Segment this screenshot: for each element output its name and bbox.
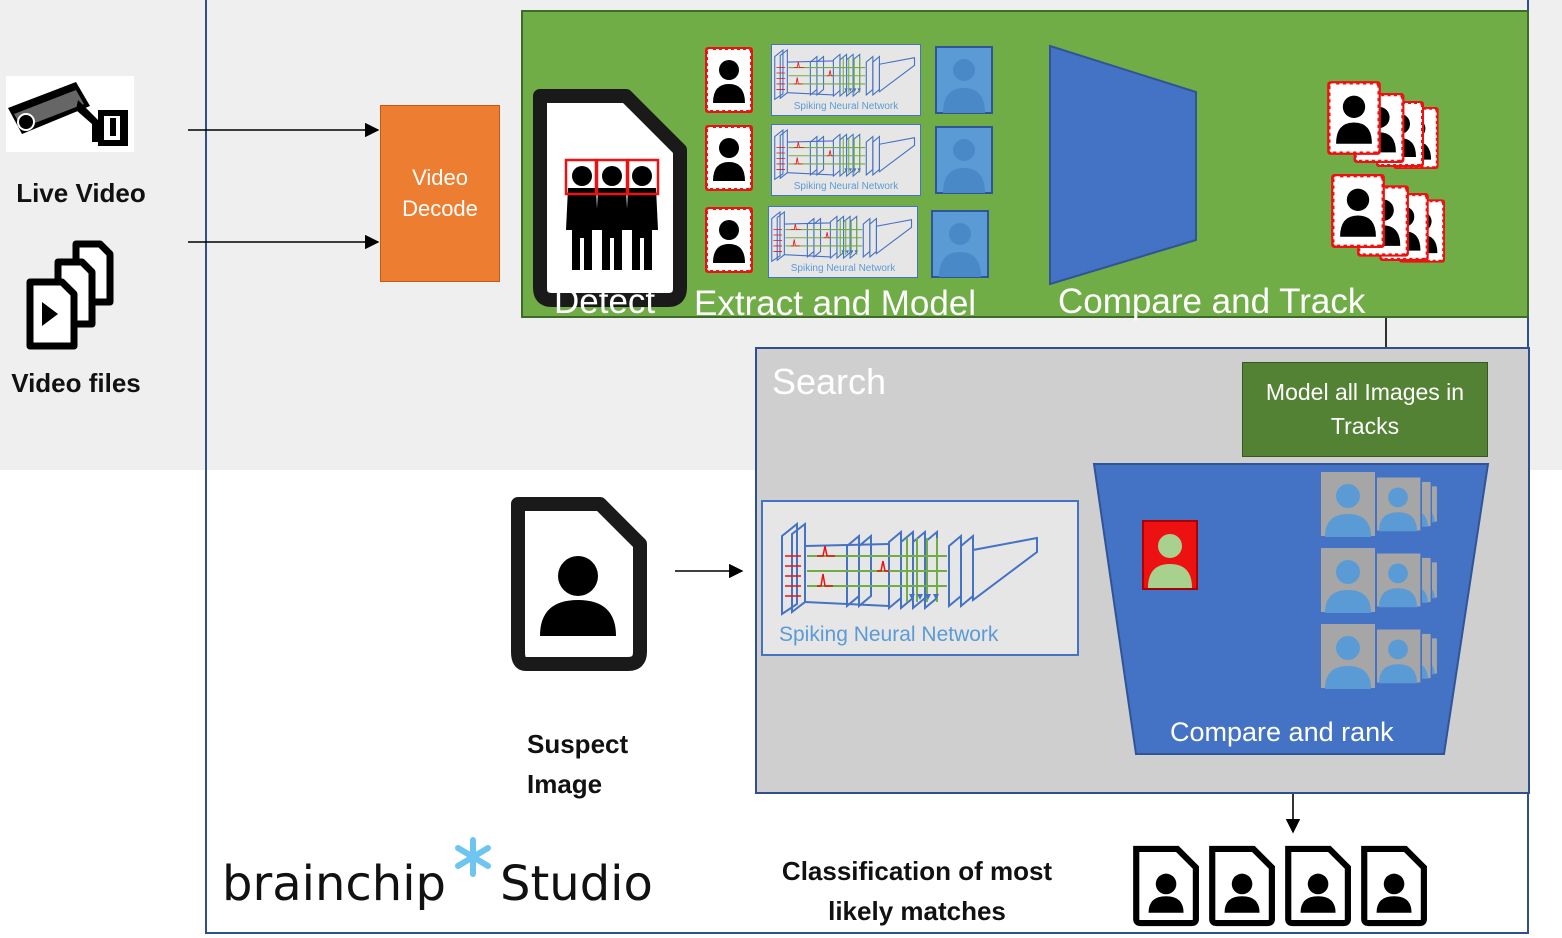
matched-documents-row — [1128, 842, 1430, 930]
pipeline-panel — [521, 10, 1529, 318]
person-icon — [931, 210, 989, 278]
video-files-icon — [24, 238, 116, 350]
classification-label: Classification of most likely matches — [781, 856, 1053, 927]
brainchip-star-icon — [452, 836, 494, 878]
person-icon — [935, 46, 993, 114]
suspect-image-label: Suspect Image — [527, 729, 629, 800]
network-diagram-icon — [769, 207, 917, 263]
snn-small-label: Spiking Neural Network — [793, 181, 899, 192]
snn-small-label: Spiking Neural Network — [793, 101, 899, 112]
detect-label: Detect — [554, 282, 656, 321]
live-video-label: Live Video — [16, 178, 146, 208]
network-diagram-icon — [772, 125, 920, 181]
video-decode-label: Video Decode — [402, 164, 478, 221]
extract-model-label: Extract and Model — [694, 284, 977, 323]
brainchip-wordmark: brainchip — [222, 856, 446, 912]
snn-thumbnail: Spiking Neural Network — [771, 124, 921, 196]
network-diagram-icon — [777, 516, 1047, 616]
compare-track-funnel — [1048, 44, 1200, 286]
video-decode-box: Video Decode — [380, 105, 500, 282]
track-images-grid — [1318, 470, 1440, 692]
snn-label: Spiking Neural Network — [779, 623, 999, 646]
document-people-icon — [530, 88, 688, 318]
face-thumbnail-icon — [703, 124, 755, 192]
studio-wordmark: Studio — [500, 856, 653, 912]
document-person-icon — [506, 496, 648, 672]
search-title: Search — [772, 361, 887, 402]
model-images-box: Model all Images in Tracks — [1242, 362, 1488, 457]
snn-panel: Spiking Neural Network — [761, 500, 1079, 656]
video-files-label: Video files — [11, 368, 141, 398]
face-thumbnail-icon — [703, 206, 755, 274]
suspect-match-icon — [1142, 520, 1198, 590]
network-diagram-icon — [772, 45, 920, 101]
compare-rank-label: Compare and rank — [1170, 717, 1394, 747]
face-thumbnail-icon — [703, 46, 755, 114]
snn-thumbnail: Spiking Neural Network — [771, 44, 921, 116]
tracked-faces-stack — [1322, 78, 1452, 274]
compare-track-label: Compare and Track — [1058, 282, 1366, 321]
model-images-label: Model all Images in Tracks — [1265, 379, 1465, 439]
snn-thumbnail: Spiking Neural Network — [768, 206, 918, 278]
person-icon — [935, 126, 993, 194]
snn-small-label: Spiking Neural Network — [790, 263, 896, 274]
cctv-camera-icon — [6, 76, 134, 152]
